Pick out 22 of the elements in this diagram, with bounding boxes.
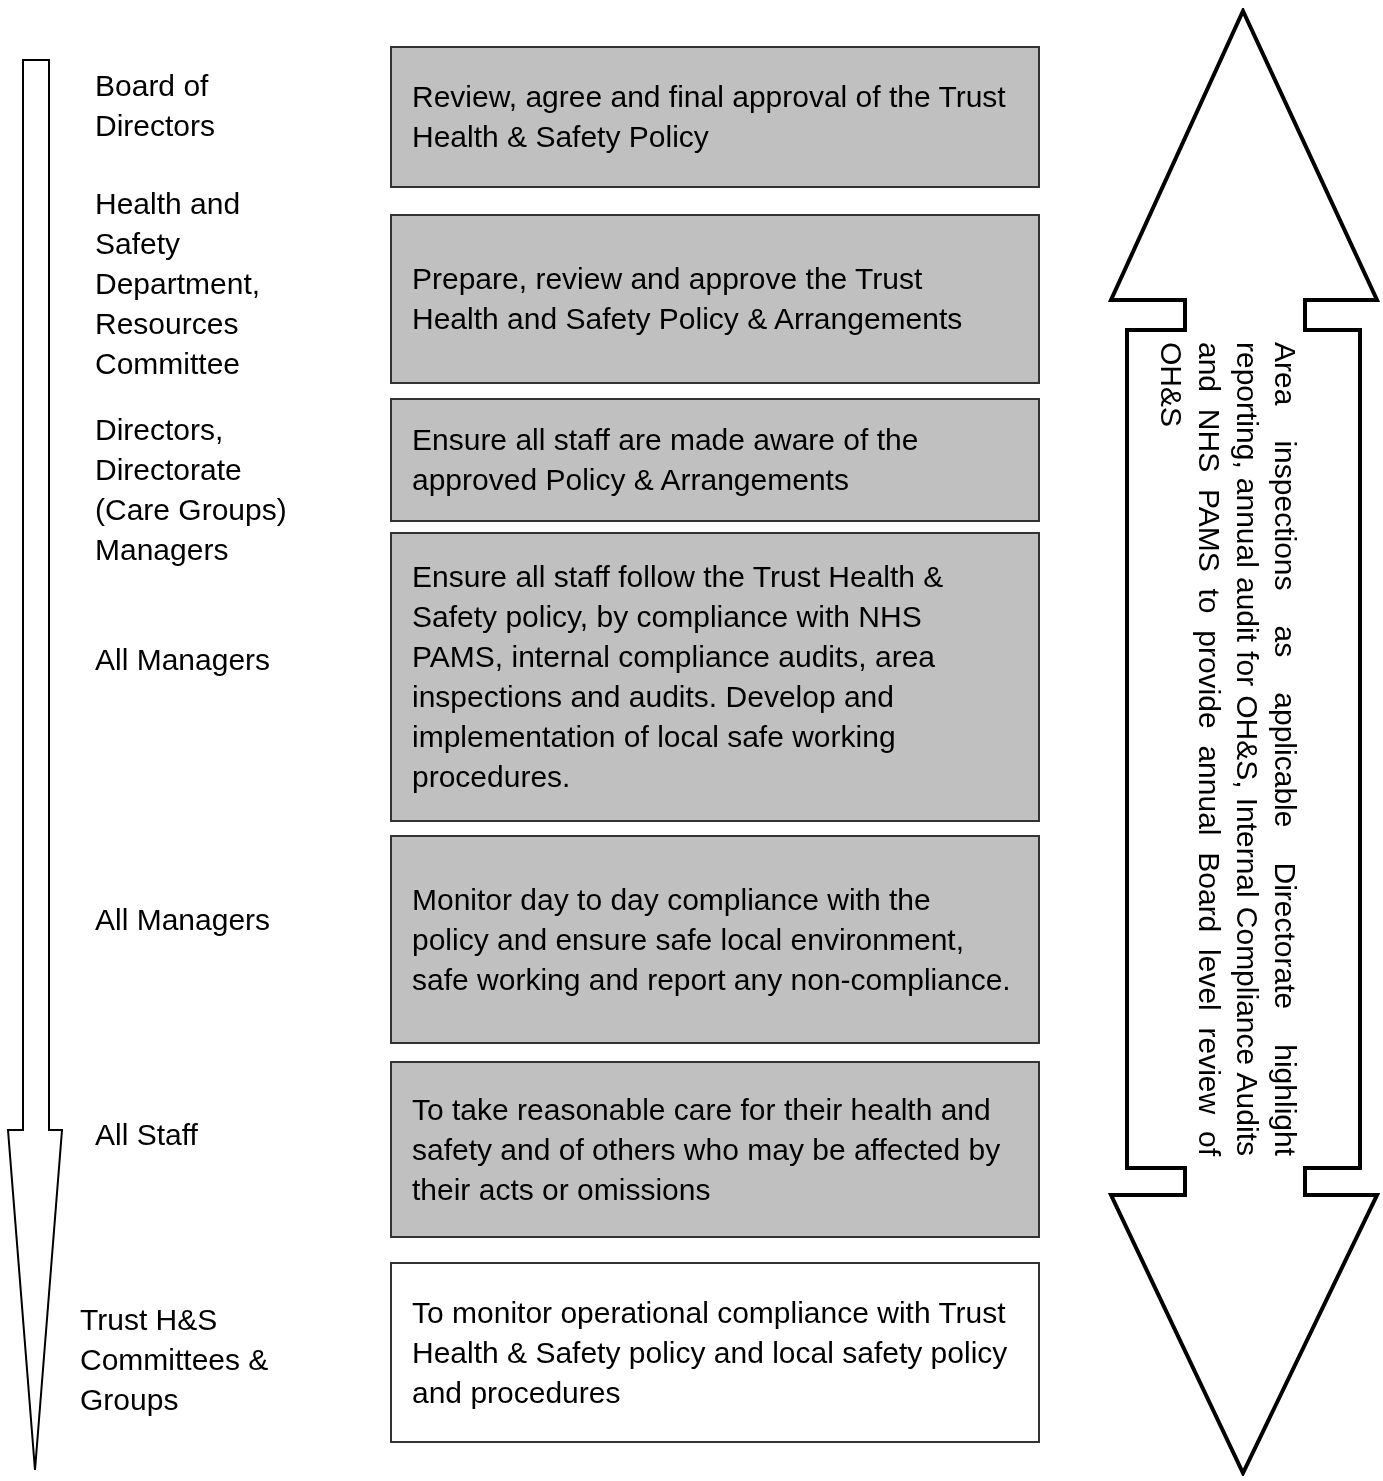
role-label: Directors, Directorate (Care Groups) Managers (95, 412, 288, 568)
arrow-text: Area inspections as applicable Directorate highlight reporting, annual audit for OH&S, Internal Compliance Audits and NHS PAMS to provide annual Board level review of OH&S (1154, 342, 1303, 1156)
box-text: Review, agree and final approval of the Trust Health & Safety Policy (412, 79, 1007, 155)
process-box (390, 1262, 1040, 1443)
box-text: Monitor day to day compliance with the policy and ensure safe local environment, safe working and report any non-compliance. (412, 881, 1012, 998)
box-text: To monitor operational compliance with Trust Health & Safety policy and local safety policy and procedures (412, 1294, 1009, 1411)
role-label: Board of Directors (95, 68, 216, 144)
process-box (390, 214, 1040, 384)
box-text: Ensure all staff follow the Trust Health & Safety policy, by compliance with NHS PAMS, internal compliance audits, area inspections and audits. Develop and implementation of local safe working procedures. (412, 559, 945, 795)
process-box (390, 532, 1040, 822)
box-text: Prepare, review and approve the Trust Health and Safety Policy & Arrangements (412, 261, 964, 337)
process-box (390, 1061, 1040, 1238)
role-label: Health and Safety Department, Resources Committee (95, 186, 262, 382)
box-text: Ensure all staff are made aware of the approved Policy & Arrangements (412, 422, 920, 498)
role-label: All Staff (95, 1117, 199, 1153)
process-box (390, 398, 1040, 522)
process-box (390, 46, 1040, 188)
role-label: All Managers (95, 642, 272, 678)
process-box (390, 835, 1040, 1044)
box-text: To take reasonable care for their health and safety and of others who may be affected by their acts or omissions (412, 1091, 1002, 1208)
role-label: Trust H&S Committees & Groups (80, 1302, 270, 1418)
role-label: All Managers (95, 902, 272, 938)
